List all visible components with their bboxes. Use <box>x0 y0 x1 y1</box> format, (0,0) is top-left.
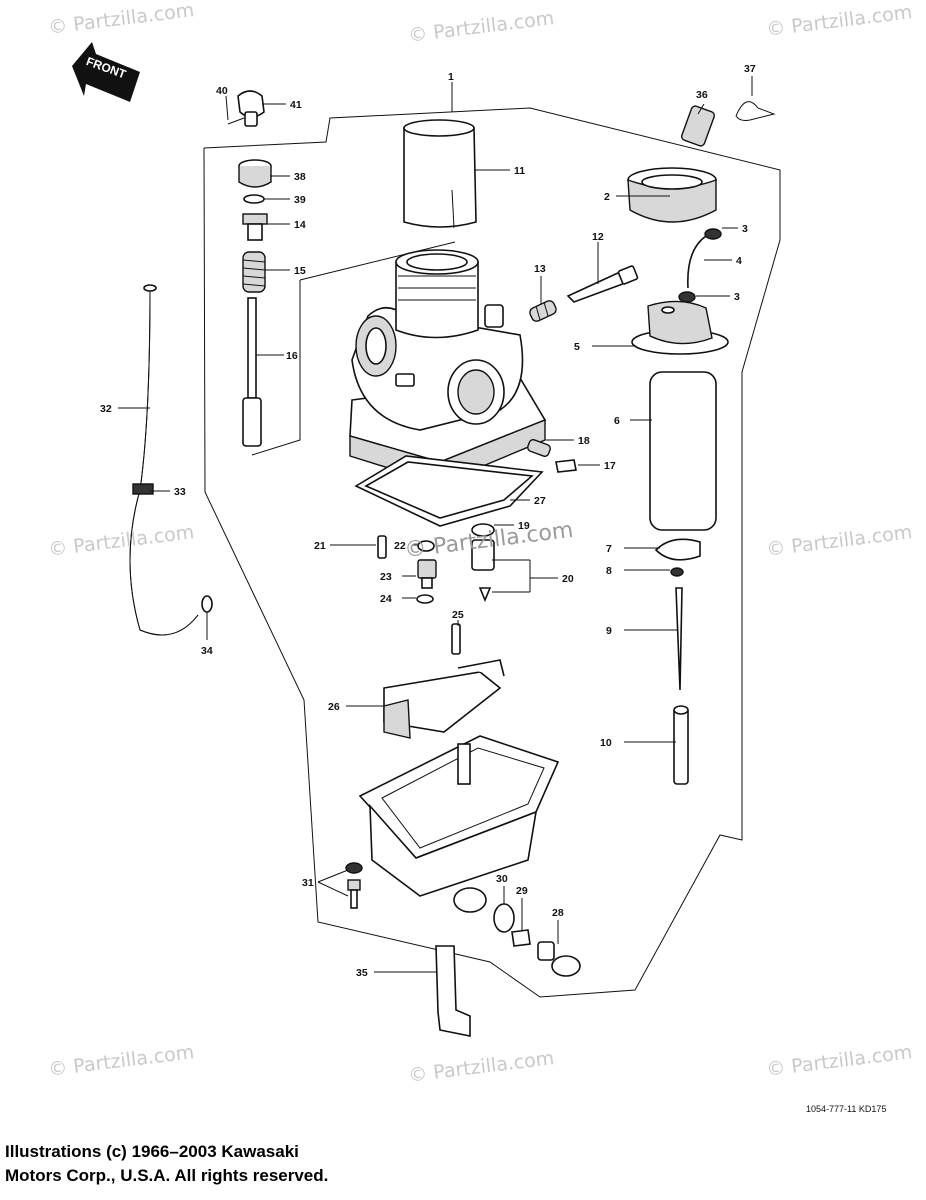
callout-5: 5 <box>574 341 580 353</box>
callout-34: 34 <box>201 645 213 657</box>
part-25-pin <box>451 623 461 655</box>
needle-group-bracket-2 <box>251 280 301 456</box>
callout-3a: 3 <box>742 223 748 235</box>
part-11-sleeve <box>403 119 477 229</box>
callout-11: 11 <box>514 165 525 177</box>
diagram-code: 1054-777-11 KD175 <box>806 1104 887 1114</box>
callout-40: 40 <box>216 85 228 97</box>
part-14-plug <box>242 213 268 241</box>
part-35-elbow <box>435 945 471 1037</box>
part-30-ring <box>493 903 515 933</box>
part-7-plate <box>654 538 701 561</box>
part-4-pipe <box>687 235 707 289</box>
part-22-washer <box>417 540 435 552</box>
leader-lines <box>118 76 753 973</box>
part-18-spring <box>527 439 551 457</box>
callout-1: 1 <box>448 71 454 83</box>
callout-28: 28 <box>552 907 564 919</box>
part-1-carburetor-body <box>349 249 547 489</box>
callout-15: 15 <box>294 265 306 277</box>
part-36-tube <box>680 105 716 147</box>
callout-23: 23 <box>380 571 392 583</box>
part-40-41-knob <box>227 90 265 127</box>
callout-26: 26 <box>328 701 340 713</box>
part-32-hose <box>129 284 199 636</box>
needle-group-bracket <box>299 241 456 281</box>
callout-30: 30 <box>496 873 508 885</box>
part-38-cap <box>238 159 272 188</box>
callout-24: 24 <box>380 593 392 605</box>
callout-37: 37 <box>744 63 756 75</box>
part-39-ring <box>243 194 265 204</box>
callout-17: 17 <box>604 460 616 472</box>
part-3-nut-lower <box>678 291 696 303</box>
part-19-ring <box>471 523 495 537</box>
part-28-drain <box>537 941 581 977</box>
part-29-screw <box>511 929 531 947</box>
callout-27: 27 <box>534 495 546 507</box>
callout-19: 19 <box>518 520 530 532</box>
part-12-pilot-screw <box>566 265 639 303</box>
copyright-notice: Illustrations (c) 1966–2003 Kawasaki Mot… <box>5 1140 328 1188</box>
part-6-spring <box>649 371 717 531</box>
callout-39: 39 <box>294 194 306 206</box>
part-31-bolt-nut <box>345 862 363 909</box>
callout-2: 2 <box>604 191 610 203</box>
callout-41: 41 <box>290 99 302 111</box>
part-23-jet <box>417 559 437 589</box>
callout-16: 16 <box>286 350 298 362</box>
callout-31: 31 <box>302 877 314 889</box>
part-21-jet <box>377 535 387 559</box>
part-16-rod <box>242 297 262 447</box>
callout-labels: 1 2 3 3 4 5 6 7 8 9 10 11 12 13 14 15 16… <box>100 63 756 979</box>
callout-38: 38 <box>294 171 306 183</box>
front-arrow: FRONT <box>72 42 140 102</box>
part-17-screw <box>555 459 577 473</box>
part-float-bowl <box>358 735 560 913</box>
part-13-spring <box>529 300 557 322</box>
callout-7: 7 <box>606 543 612 555</box>
part-9-needle <box>675 587 683 691</box>
part-3-nut-upper <box>704 228 722 240</box>
part-37-clip <box>735 101 776 121</box>
part-10-jet <box>673 705 689 785</box>
callout-10: 10 <box>600 737 612 749</box>
callout-32: 32 <box>100 403 112 415</box>
callout-25: 25 <box>452 609 464 621</box>
callout-14: 14 <box>294 219 306 231</box>
callout-12: 12 <box>592 231 604 243</box>
copyright-line-2: Motors Corp., U.S.A. All rights reserved… <box>5 1166 329 1185</box>
part-15-spring <box>242 251 266 293</box>
callout-9: 9 <box>606 625 612 637</box>
callout-13: 13 <box>534 263 546 275</box>
callout-3b: 3 <box>734 291 740 303</box>
part-27-gasket <box>354 455 544 527</box>
part-5-cover <box>631 300 729 355</box>
callout-4: 4 <box>736 255 742 267</box>
callout-21: 21 <box>314 540 326 552</box>
callout-22: 22 <box>394 540 406 552</box>
callout-35: 35 <box>356 967 368 979</box>
part-8-clip <box>670 567 684 577</box>
part-26-float <box>383 659 505 739</box>
part-34-clamp <box>201 595 213 613</box>
part-24-washer <box>416 594 434 604</box>
part-20-needle-valve <box>471 539 495 603</box>
assembly-boundary <box>203 107 781 998</box>
part-2-cap-ring <box>627 167 717 223</box>
copyright-line-1: Illustrations (c) 1966–2003 Kawasaki <box>5 1142 299 1161</box>
callout-8: 8 <box>606 565 612 577</box>
callout-20: 20 <box>562 573 574 585</box>
callout-18: 18 <box>578 435 590 447</box>
callout-6: 6 <box>614 415 620 427</box>
callout-29: 29 <box>516 885 528 897</box>
callout-36: 36 <box>696 89 708 101</box>
part-33-clip <box>132 483 154 495</box>
callout-33: 33 <box>174 486 186 498</box>
